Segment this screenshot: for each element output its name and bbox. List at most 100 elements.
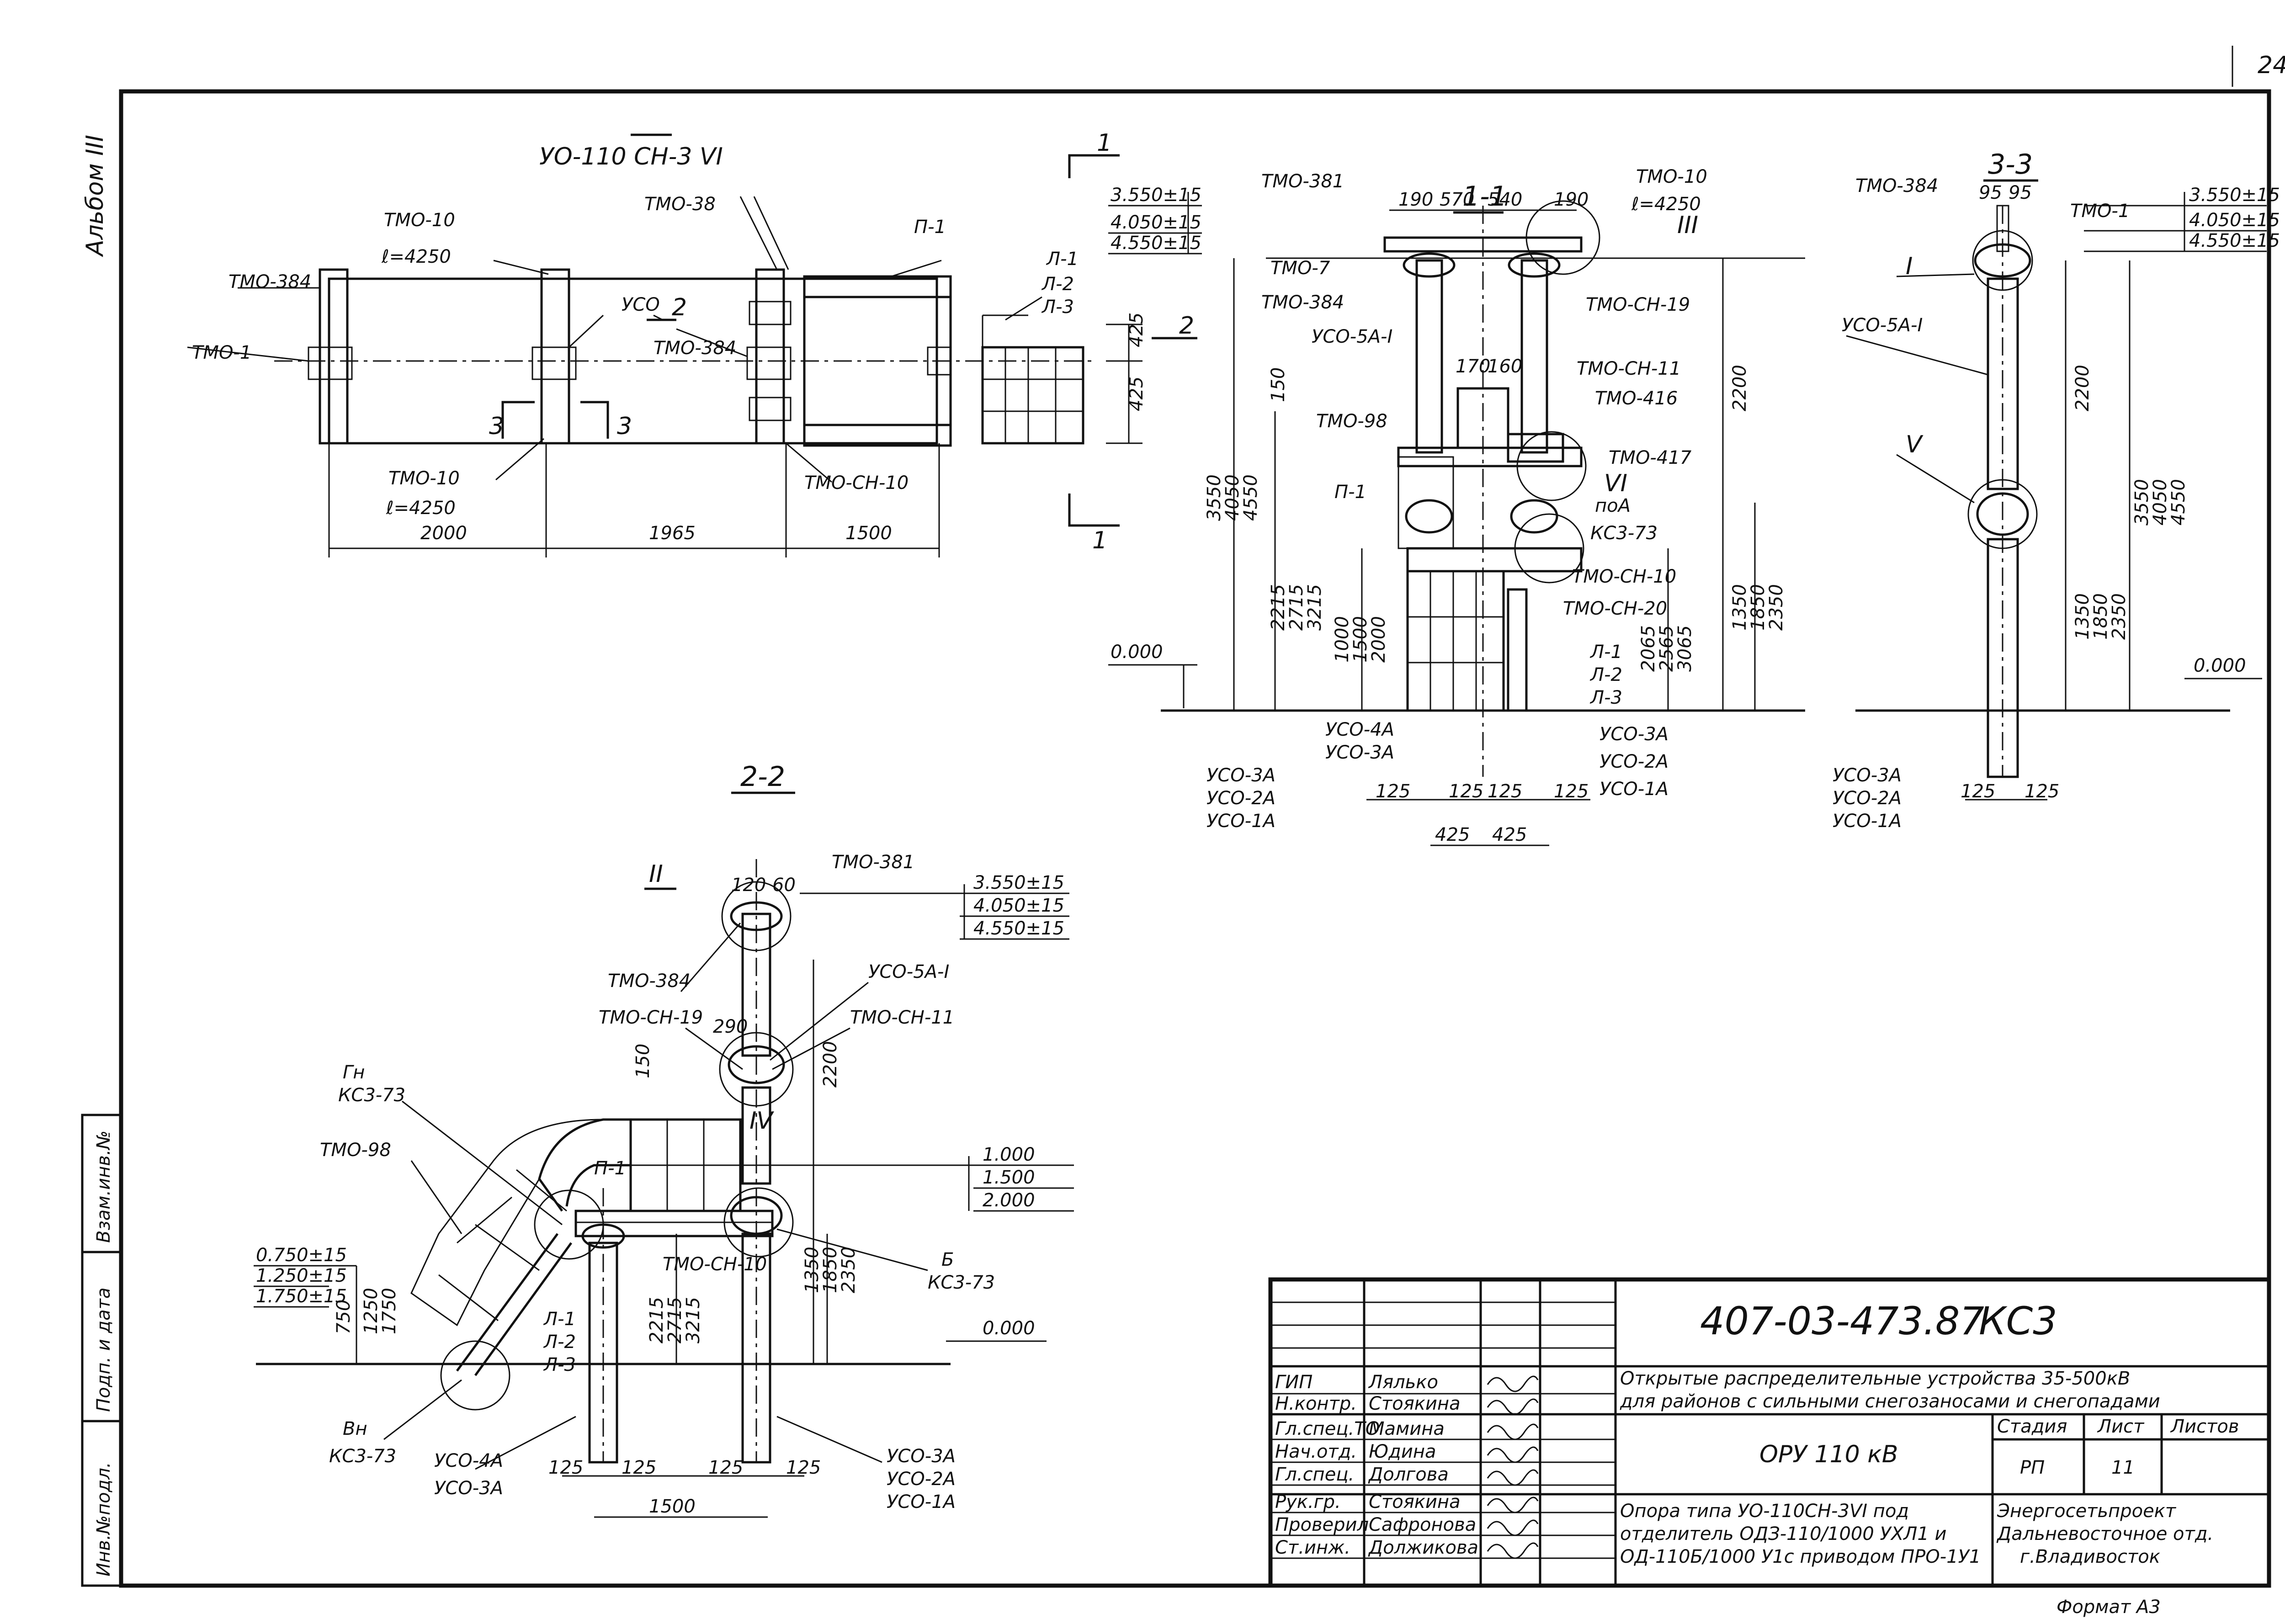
sec11-label-ks3-73: КС3-73 bbox=[1590, 523, 1658, 544]
sec11-title: 1-1 bbox=[1462, 180, 1507, 212]
sec33-elev-4550: 4.550±15 bbox=[2189, 230, 2280, 251]
plan-dim-1965: 1965 bbox=[649, 523, 696, 544]
sec22-label-p1: П-1 bbox=[594, 1158, 626, 1179]
plan-label-tmo384-left: ТМО-384 bbox=[228, 271, 311, 292]
sec22-dim-290: 290 bbox=[713, 1016, 748, 1037]
sec22-elev-2000: 2.000 bbox=[983, 1190, 1035, 1211]
sec33-dim-3550: 3550 bbox=[2131, 479, 2152, 525]
sec22-dim-2350: 2350 bbox=[838, 1247, 859, 1293]
sec11-dim-125d: 125 bbox=[1554, 781, 1589, 802]
sec22-dim-120: 120 bbox=[731, 875, 766, 896]
sec11-label-tmo10: ТМО-10 bbox=[1636, 166, 1707, 187]
doc-object: ОРУ 110 кВ bbox=[1759, 1441, 1898, 1468]
sec22-dim-125d: 125 bbox=[786, 1457, 821, 1478]
sec11-dim-125b: 125 bbox=[1449, 781, 1483, 802]
plan-title: УО-110 СН-3 VI bbox=[539, 143, 723, 170]
sec33-dim-4050: 4050 bbox=[2150, 479, 2171, 525]
sec22-elev-1250: 1.250±15 bbox=[256, 1265, 347, 1286]
sec11-dim-2000: 2000 bbox=[1368, 616, 1389, 663]
sec11-dim-2215: 2215 bbox=[1268, 584, 1289, 631]
sec22-dim-2715: 2715 bbox=[664, 1297, 686, 1343]
plan-dim-2000: 2000 bbox=[420, 523, 467, 544]
sec11-dim-1000: 1000 bbox=[1332, 616, 1353, 663]
sec33-dim-4550: 4550 bbox=[2168, 479, 2189, 525]
plan-label-l3: Л-3 bbox=[1041, 297, 1074, 318]
sec22-dim-125a: 125 bbox=[548, 1457, 583, 1478]
plan-dim-425a: 425 bbox=[1126, 313, 1147, 347]
sec22-label-gn: Гн bbox=[343, 1062, 365, 1083]
sec22-dim-125c: 125 bbox=[708, 1457, 743, 1478]
drawing-desc-line2: отделитель ОДЗ-110/1000 УХЛ1 и bbox=[1620, 1523, 1947, 1544]
sec33-title: 3-3 bbox=[1988, 149, 2033, 180]
sec22-dim-2200: 2200 bbox=[820, 1041, 841, 1088]
sec33-label-i: I bbox=[1906, 253, 1913, 280]
sec22-label-uso3a-left: УСО-3А bbox=[434, 1478, 503, 1499]
plan-label-uso: УСО bbox=[622, 294, 660, 315]
sec22-label-ks3-73-gn: КС3-73 bbox=[338, 1085, 405, 1106]
sec11-dim-3215: 3215 bbox=[1304, 584, 1325, 631]
sec11-label-l2: Л-2 bbox=[1589, 664, 1622, 685]
page-number: 24 bbox=[2258, 52, 2285, 79]
sec22-label-ks3-73-b: КС3-73 bbox=[928, 1272, 995, 1293]
sec22-elev-4550: 4.550±15 bbox=[973, 918, 1064, 939]
section-2-2: 2-2 3.550±15 4.050±15 4.550±15 1.000 1.5… bbox=[254, 761, 1074, 1518]
sec11-label-l3: Л-3 bbox=[1589, 687, 1622, 708]
sec11-dim-540: 540 bbox=[1488, 189, 1522, 210]
sec22-dim-125b: 125 bbox=[622, 1457, 656, 1478]
name-glspecto: Мамина bbox=[1369, 1418, 1445, 1439]
sec11-label-uso1a-left: УСО-1А bbox=[1206, 811, 1275, 832]
sec11-label-uso4a: УСО-4А bbox=[1325, 719, 1394, 740]
plan-label-l2: Л-2 bbox=[1041, 274, 1074, 295]
plan-section-2-right: 2 bbox=[1179, 312, 1194, 340]
plan-section-3-left: 3 bbox=[489, 413, 504, 440]
sec11-dim-2200: 2200 bbox=[1729, 365, 1750, 411]
role-nachotd: Нач.отд. bbox=[1275, 1441, 1357, 1462]
sec22-title: 2-2 bbox=[740, 761, 785, 793]
side-stamp-sign-date: Подп. и дата bbox=[93, 1288, 114, 1412]
stage-header: Стадия bbox=[1997, 1416, 2067, 1437]
sec11-label-tmo-sn20: ТМО-СН-20 bbox=[1563, 598, 1667, 619]
sec33-dim-125a: 125 bbox=[1961, 781, 1995, 802]
side-stamp: Взам.инв.№ Подп. и дата Инв.№подл. bbox=[81, 1114, 122, 1587]
sec33-dim-1850: 1850 bbox=[2090, 593, 2111, 640]
plan-label-p1: П-1 bbox=[914, 217, 946, 238]
doc-desc-line2: для районов с сильными снегозаносами и с… bbox=[1620, 1391, 2160, 1412]
org-line1: Энергосетьпроект bbox=[1997, 1501, 2177, 1522]
sec11-dim-1350: 1350 bbox=[1729, 584, 1750, 631]
plan-section-1-top: 1 bbox=[1097, 129, 1112, 157]
plan-label-tmo10-top: ТМО-10 bbox=[384, 210, 455, 231]
doc-suffix: КС3 bbox=[1979, 1299, 2057, 1343]
sec11-dim-3550: 3550 bbox=[1204, 474, 1225, 521]
sec11-label-uso3a-top: УСО-3А bbox=[1325, 742, 1394, 763]
sec22-label-uso2a: УСО-2А bbox=[887, 1469, 956, 1490]
sec11-label-tmo417: ТМО-417 bbox=[1609, 447, 1692, 468]
org-line3: г.Владивосток bbox=[2020, 1546, 2160, 1567]
sec22-dim-150: 150 bbox=[632, 1044, 654, 1078]
sec22-elev-0: 0.000 bbox=[983, 1318, 1035, 1339]
sec11-dim-425b: 425 bbox=[1492, 824, 1527, 845]
album-label: Альбом III bbox=[81, 135, 109, 257]
sec11-dim-160: 160 bbox=[1488, 356, 1522, 377]
role-glspec: Гл.спец. bbox=[1275, 1464, 1354, 1485]
sec22-dim-3215: 3215 bbox=[683, 1297, 704, 1343]
sec11-label-tmo-sn10: ТМО-СН-10 bbox=[1572, 566, 1676, 587]
sec11-dim-190a: 190 bbox=[1398, 189, 1433, 210]
sec33-dim-95a: 95 bbox=[1979, 182, 2002, 203]
plan-label-tmo384-mid: ТМО-384 bbox=[654, 338, 736, 359]
sec33-label-uso2a: УСО-2А bbox=[1833, 788, 1902, 809]
sec11-dim-425a: 425 bbox=[1435, 824, 1470, 845]
sec11-dim-3065: 3065 bbox=[1674, 625, 1695, 672]
name-proveril: Сафронова bbox=[1369, 1514, 1476, 1535]
sec33-elev-3550: 3.550±15 bbox=[2189, 185, 2280, 206]
plan-section-2-left: 2 bbox=[672, 294, 687, 321]
sec11-label-uso1a-right: УСО-1А bbox=[1600, 779, 1669, 800]
plan-section-1-bot: 1 bbox=[1092, 527, 1107, 554]
side-stamp-replace-inv: Взам.инв.№ bbox=[93, 1130, 114, 1243]
sec11-label-uso2a-left: УСО-2А bbox=[1206, 788, 1275, 809]
sec11-dim-2715: 2715 bbox=[1286, 584, 1307, 631]
sec22-dim-60: 60 bbox=[772, 875, 796, 896]
doc-desc-line1: Открытые распределительные устройства 35… bbox=[1620, 1368, 2130, 1389]
sec11-dim-1850: 1850 bbox=[1748, 584, 1769, 631]
plan-label-l4250-top: ℓ=4250 bbox=[381, 246, 451, 267]
